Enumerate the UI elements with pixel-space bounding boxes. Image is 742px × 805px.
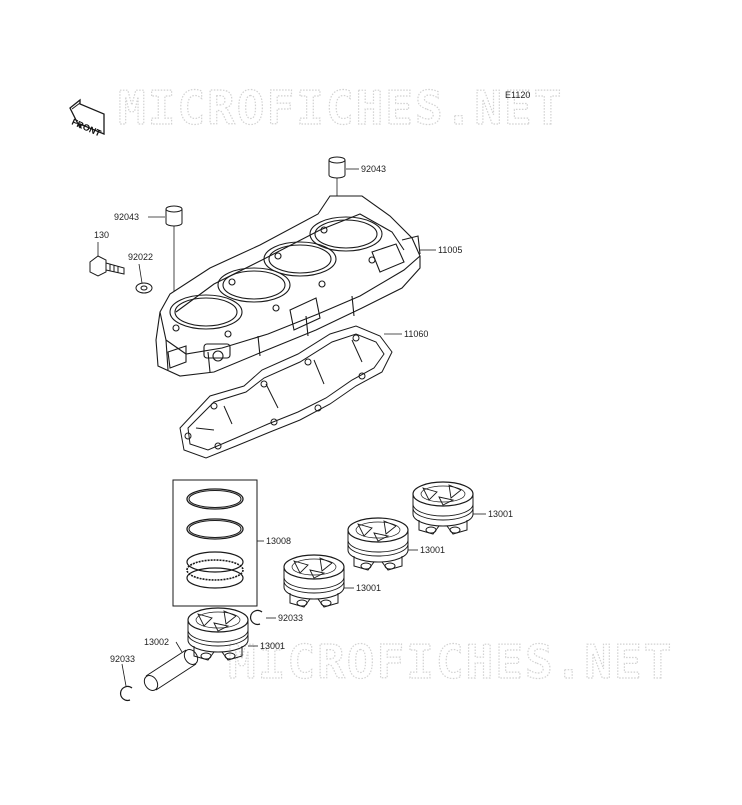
bolt [89,242,125,277]
piston-1 [412,481,474,535]
watermark-bottom: MICROFICHES.NET [228,635,673,689]
diagram-code: E1120 [505,90,530,100]
label-ring-set: 13008 [266,536,291,546]
base-gasket [179,325,402,459]
label-dowel-upper: 92043 [361,164,386,174]
label-piston-pin: 13002 [144,637,169,647]
circlip-left [120,663,133,702]
circlip-right [250,609,276,626]
front-arrow-icon: FRONT [69,98,105,139]
dowel-pin-upper [328,156,359,200]
piston-pin [143,641,199,691]
dowel-pin-left [148,205,183,300]
label-piston-1: 13001 [488,509,513,519]
label-circlip-right: 92033 [278,613,303,623]
watermark-top: MICROFICHES.NET [118,81,563,135]
label-circlip-left: 92033 [110,654,135,664]
label-piston-4: 13001 [260,641,285,651]
piston-3 [283,554,345,608]
washer [135,263,153,294]
label-cylinder: 11005 [438,245,462,255]
label-piston-2: 13001 [420,545,445,555]
label-bolt: 130 [94,230,109,240]
cylinder-block [155,195,421,377]
label-dowel-left: 92043 [114,212,139,222]
piston-2 [347,517,409,571]
label-washer: 92022 [128,252,153,262]
label-piston-3: 13001 [356,583,381,593]
piston-ring-set [172,479,264,607]
label-gasket: 11060 [404,329,428,339]
